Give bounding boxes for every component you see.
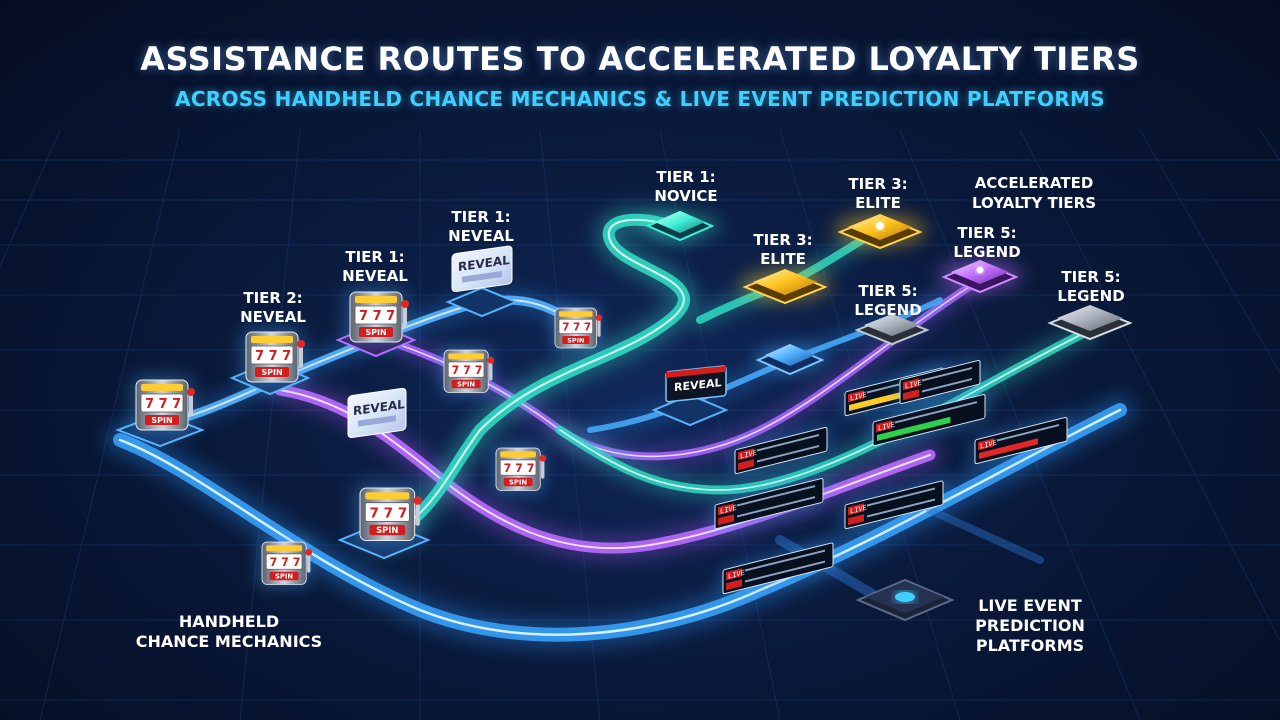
scoreboard-7: LIVE — [721, 540, 835, 596]
base-ticket-1 — [445, 286, 519, 318]
reveal-ticket-text: REVEAL — [674, 376, 721, 394]
scoreboard-live-tag: LIVE — [878, 420, 895, 433]
node-tier5-legend-violet — [938, 260, 1022, 294]
slot-machine-6: 7 7 7 SPIN — [355, 483, 422, 545]
slot-spin-label: SPIN — [509, 479, 527, 487]
node-tier5-legend-silver-right — [1047, 305, 1133, 341]
reveal-ticket-mid: REVEAL — [347, 387, 407, 438]
slot-reels: 7 7 7 — [504, 462, 535, 475]
slot-machine-7: 7 7 7 SPIN — [492, 444, 547, 494]
scoreboard-live-tag: LIVE — [850, 390, 867, 403]
tier-labels: TIER 2:NEVEAL TIER 1:NEVEAL TIER 1:NEVEA… — [240, 168, 1125, 326]
scoreboard-4: LIVE — [871, 392, 987, 448]
scoreboard-8: LIVE — [898, 358, 982, 406]
label-tier3-elite-a: TIER 3:ELITE — [848, 175, 907, 212]
label-tier2-neveal: TIER 2:NEVEAL — [240, 289, 306, 326]
slot-reels: 7 7 7 — [369, 505, 407, 521]
scoreboard-1: LIVE — [733, 425, 829, 476]
page-subtitle: ACROSS HANDHELD CHANCE MECHANICS & LIVE … — [175, 87, 1105, 111]
slot-spin-label: SPIN — [365, 328, 386, 337]
slot-reels: 7 7 7 — [562, 321, 591, 333]
label-tier3-elite-b: TIER 3:ELITE — [753, 231, 812, 268]
slot-reels: 7 7 7 — [452, 364, 483, 377]
label-tier5-legend-a: TIER 5:LEGEND — [953, 224, 1020, 261]
slot-spin-label: SPIN — [261, 368, 282, 377]
slot-reels: 7 7 7 — [145, 397, 181, 412]
scoreboard-live-tag: LIVE — [740, 448, 757, 461]
slot-machine-8: 7 7 7 SPIN — [258, 538, 313, 588]
node-tier5-legend-silver-mid — [854, 314, 930, 346]
slot-reels: 7 7 7 — [359, 309, 395, 324]
node-prediction-hub — [855, 578, 955, 622]
slot-spin-label: SPIN — [457, 381, 475, 389]
label-tier1-novice: TIER 1:NOVICE — [654, 168, 717, 205]
reveal-ticket-dark: REVEAL — [665, 365, 727, 403]
label-tier5-legend-b: TIER 5:LEGEND — [854, 282, 921, 319]
page-title: ASSISTANCE ROUTES TO ACCELERATED LOYALTY… — [140, 40, 1140, 78]
scoreboard-5: LIVE — [843, 478, 945, 531]
slot-machine-2: 7 7 7 SPIN — [242, 328, 305, 386]
scoreboard-live-tag: LIVE — [728, 568, 745, 581]
slot-reels: 7 7 7 — [270, 556, 301, 569]
slot-spin-label: SPIN — [151, 416, 172, 425]
label-tier1-neveal-b: TIER 1:NEVEAL — [448, 208, 514, 245]
node-tier3-elite-lower — [739, 269, 831, 305]
node-blue-relay — [754, 344, 826, 376]
scoreboard-live-tag: LIVE — [980, 438, 997, 451]
node-tier3-elite-upper — [834, 214, 926, 250]
slot-reels: 7 7 7 — [255, 349, 291, 364]
label-tier5-legend-c: TIER 5:LEGEND — [1057, 268, 1124, 305]
scoreboards: LIVE LIVE LIVE LIVE LIVE LIVE LIVE LIVE — [713, 358, 1069, 596]
slot-spin-label: SPIN — [275, 573, 293, 581]
scoreboard-live-tag: LIVE — [850, 503, 867, 516]
slot-machine-3: 7 7 7 SPIN — [346, 288, 409, 346]
scoreboard-live-tag: LIVE — [720, 503, 737, 516]
reveal-tickets: REVEAL REVEAL REVEAL — [347, 245, 727, 438]
slot-machine-5: 7 7 7 SPIN — [440, 346, 495, 396]
scoreboard-6: LIVE — [973, 415, 1069, 466]
slot-machine-1: 7 7 7 SPIN — [132, 376, 195, 434]
slot-spin-label: SPIN — [567, 336, 584, 344]
slot-spin-label: SPIN — [376, 525, 398, 535]
slot-machine-4: 7 7 7 SPIN — [551, 304, 603, 352]
node-tier1-novice — [640, 210, 720, 242]
label-tier1-neveal-a: TIER 1:NEVEAL — [342, 248, 408, 285]
scoreboard-live-tag: LIVE — [905, 378, 922, 391]
scoreboard-2: LIVE — [713, 476, 825, 531]
reveal-ticket-top: REVEAL — [451, 245, 513, 292]
